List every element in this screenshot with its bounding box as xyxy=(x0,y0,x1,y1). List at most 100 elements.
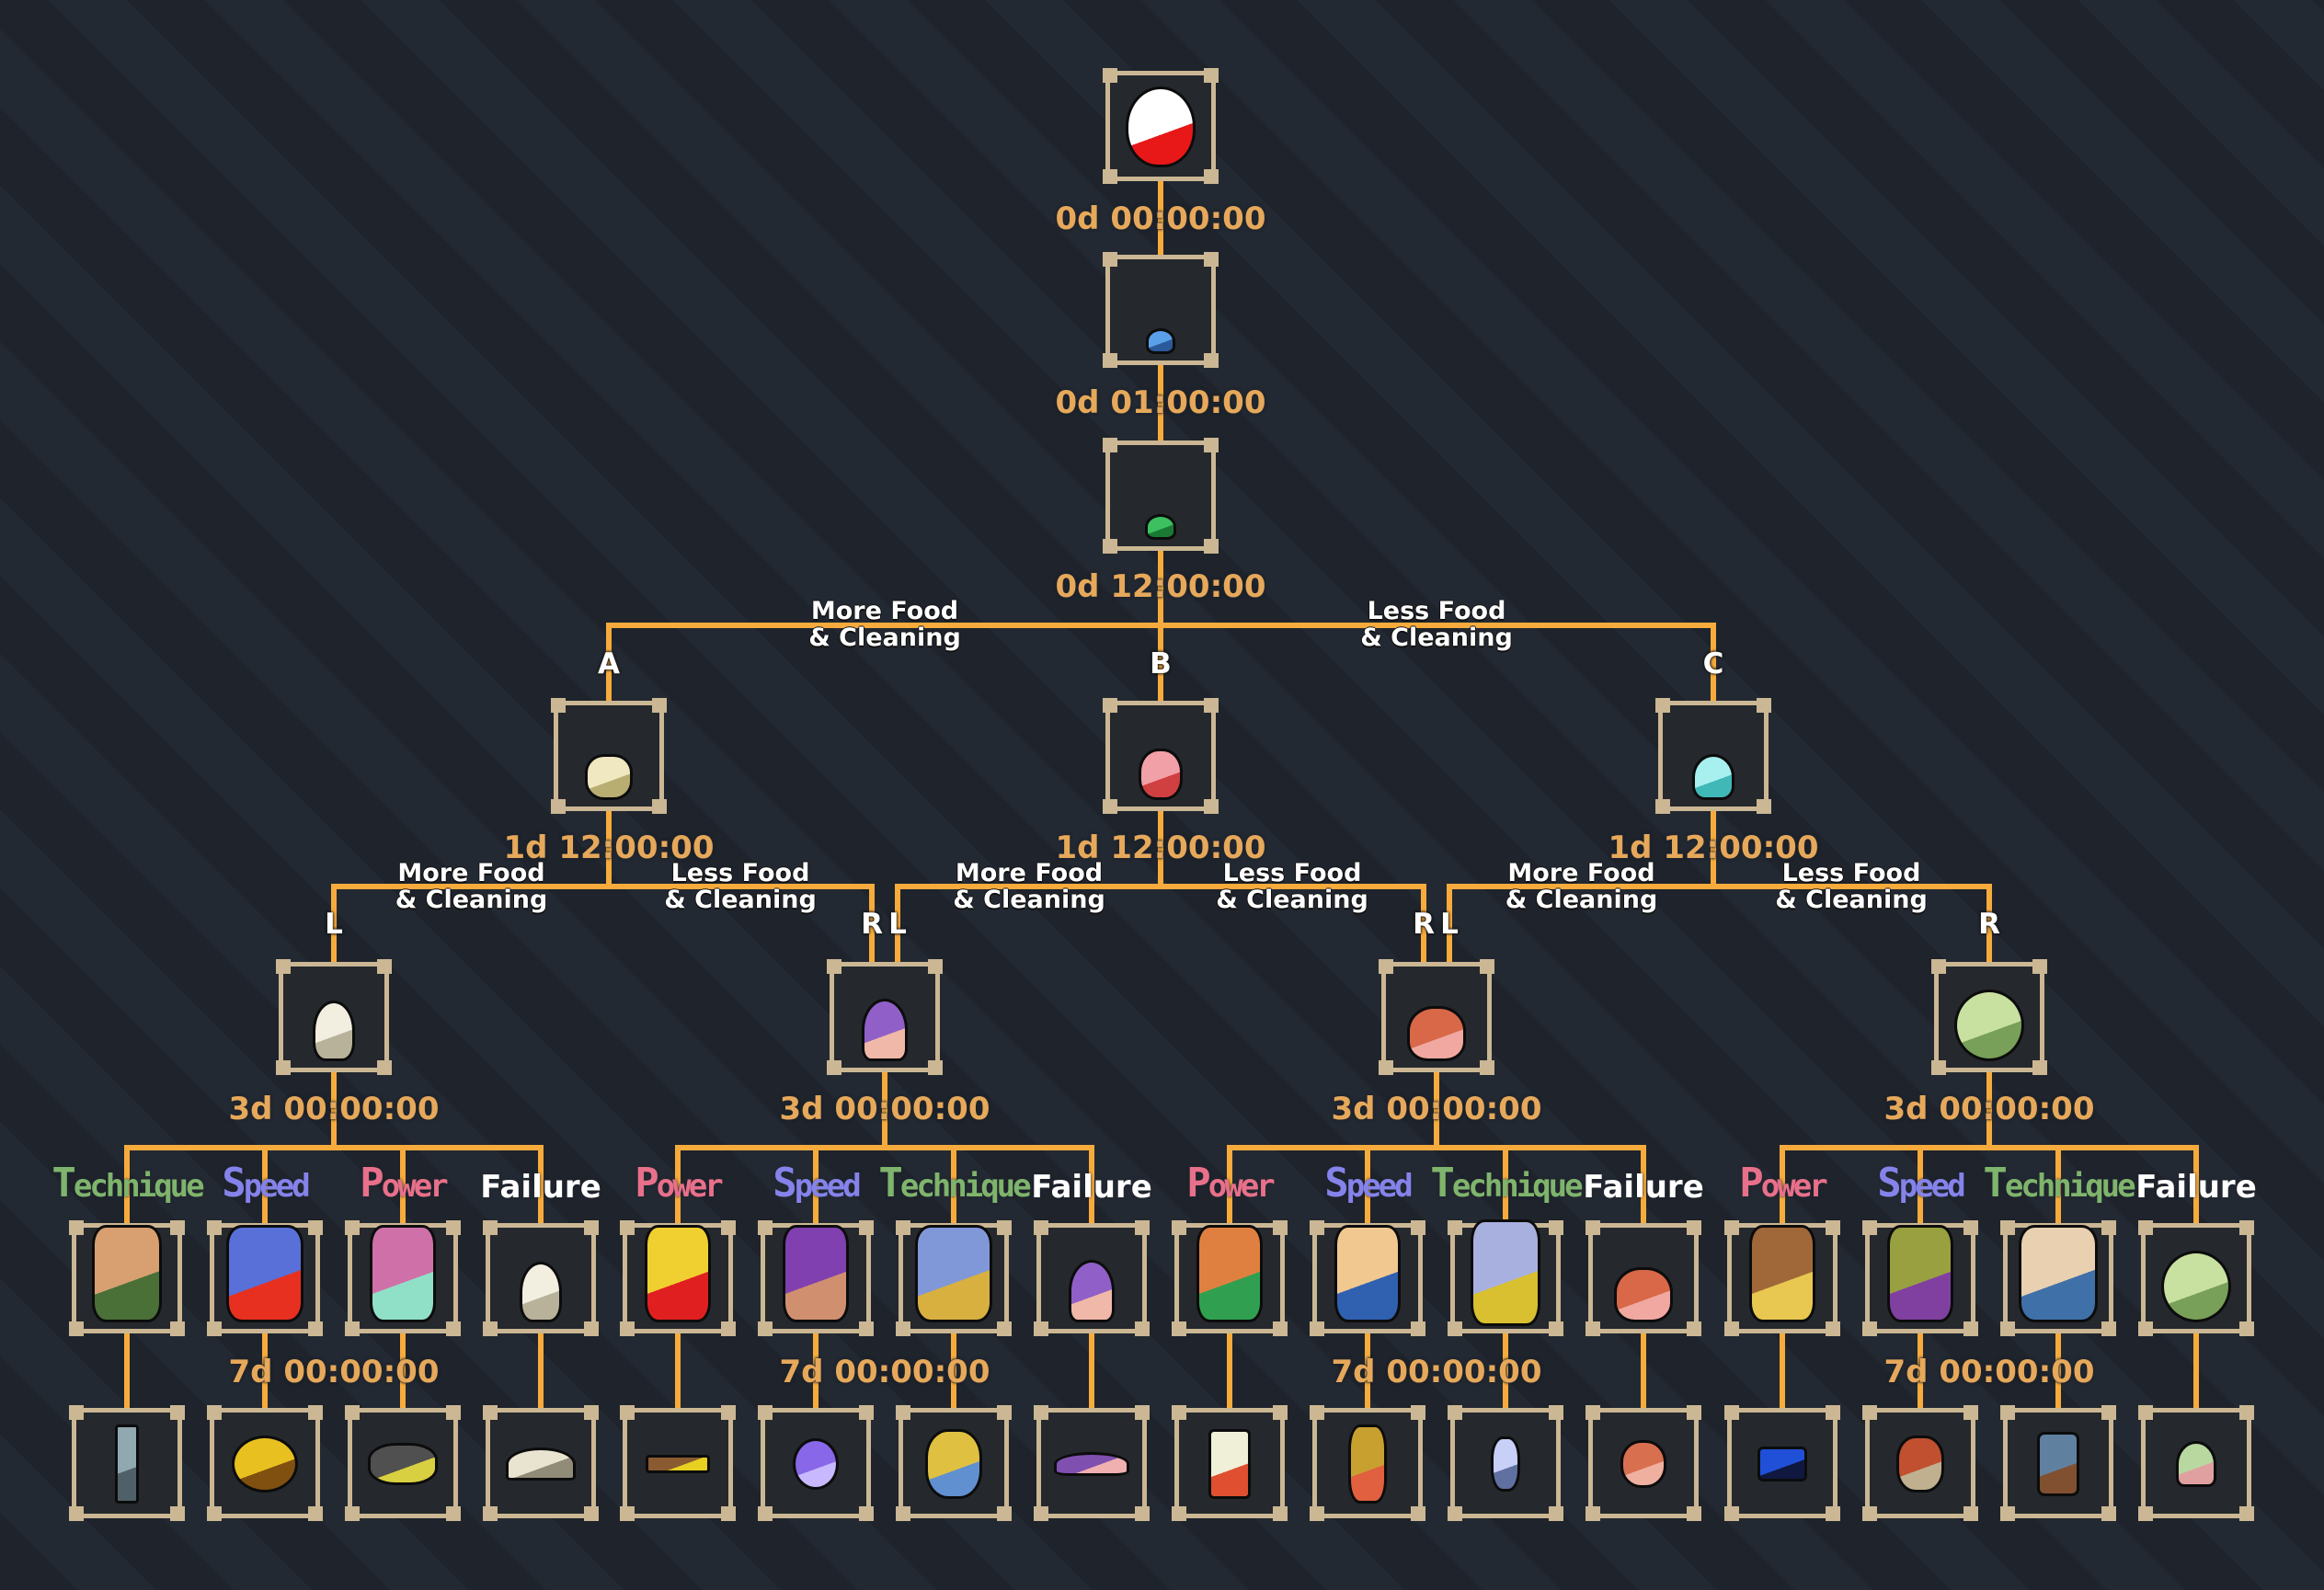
connector-line xyxy=(2193,1145,2199,1223)
green-fighter-icon xyxy=(1196,1225,1263,1322)
branch-letter-a: A xyxy=(598,647,620,681)
item-node-red-blob-remains[interactable] xyxy=(1586,1405,1701,1521)
connector-line xyxy=(675,1145,681,1223)
type-label-technique: Technique xyxy=(1430,1160,1583,1207)
box-corner xyxy=(1963,1506,1978,1521)
stage3-node-blonde-boxer[interactable] xyxy=(1310,1220,1425,1336)
group-horizontal-line xyxy=(1227,1145,1646,1150)
item-node-turtle-shell[interactable] xyxy=(1862,1405,1978,1521)
item-node-gold-ring[interactable] xyxy=(207,1405,323,1521)
box-corner xyxy=(1411,1506,1425,1521)
box-corner xyxy=(1204,799,1219,814)
connector-line xyxy=(1503,1145,1508,1223)
stage3-node-wrestler[interactable] xyxy=(1724,1220,1840,1336)
box-corner xyxy=(721,1405,736,1420)
box-corner xyxy=(2101,1321,2116,1336)
box-corner xyxy=(1135,1506,1150,1521)
stage3-node-green-lizard[interactable] xyxy=(1862,1220,1978,1336)
stage3-node-green-round-blob[interactable] xyxy=(2138,1220,2254,1336)
box-corner xyxy=(1757,799,1771,814)
more-food-condition: More Food& Cleaning xyxy=(395,860,548,913)
stage1-node-b[interactable] xyxy=(1103,698,1219,814)
type-label-technique: Technique xyxy=(878,1160,1031,1207)
egg-node[interactable] xyxy=(1103,68,1219,184)
box-corner xyxy=(308,1321,323,1336)
stage1-time-label: 1d 12:00:00 xyxy=(1608,829,1819,866)
stage3-node-green-fighter[interactable] xyxy=(1172,1220,1288,1336)
box-corner xyxy=(2239,1405,2254,1420)
baby1-time-label: 0d 01:00:00 xyxy=(1055,384,1266,421)
item-node-crossbow[interactable] xyxy=(2000,1405,2116,1521)
stage3-node-purple-hood-ghost[interactable] xyxy=(1034,1220,1150,1336)
box-corner xyxy=(69,1506,84,1521)
item-node-sandwich[interactable] xyxy=(1172,1405,1288,1521)
box-corner xyxy=(1724,1405,1739,1420)
stage2-time-label: 3d 00:00:00 xyxy=(228,1091,440,1127)
item-node-toy-cat[interactable] xyxy=(1310,1405,1425,1521)
stage3-node-red-crab-blob[interactable] xyxy=(1586,1220,1701,1336)
box-corner xyxy=(1724,1321,1739,1336)
box-corner xyxy=(2239,1220,2254,1235)
connector-line xyxy=(1158,811,1163,887)
stage3-node-white-ghost[interactable] xyxy=(483,1220,599,1336)
stage2-node[interactable] xyxy=(1379,959,1494,1075)
stage2-node[interactable] xyxy=(1931,959,2047,1075)
item-node-hook[interactable] xyxy=(69,1405,185,1521)
item-node-stick[interactable] xyxy=(620,1405,736,1521)
item-node-bat[interactable] xyxy=(345,1405,461,1521)
stage3-node-gunman[interactable] xyxy=(2000,1220,2116,1336)
box-corner xyxy=(1826,1321,1840,1336)
box-corner xyxy=(1273,1220,1288,1235)
white-ghost-icon xyxy=(520,1262,562,1322)
box-corner xyxy=(1273,1405,1288,1420)
stage1-node-c[interactable] xyxy=(1655,698,1771,814)
more-food-condition-line2: & Cleaning xyxy=(395,886,548,914)
item-node-food-bowl[interactable] xyxy=(896,1405,1012,1521)
item-node-white-blob-remains[interactable] xyxy=(483,1405,599,1521)
connector-line xyxy=(1089,1333,1094,1408)
baby2-node[interactable] xyxy=(1103,438,1219,554)
box-corner xyxy=(446,1321,461,1336)
stage3-node-purple-mage[interactable] xyxy=(758,1220,874,1336)
box-corner xyxy=(758,1220,773,1235)
stage2-node[interactable] xyxy=(827,959,943,1075)
green-blob-baby-icon xyxy=(1145,514,1176,540)
connector-line xyxy=(951,1145,956,1223)
box-corner xyxy=(928,1060,943,1075)
item-node-blue-glasses[interactable] xyxy=(1724,1405,1840,1521)
box-corner xyxy=(1724,1220,1739,1235)
box-corner xyxy=(896,1220,910,1235)
item-node-metal-claw[interactable] xyxy=(1448,1405,1563,1521)
box-corner xyxy=(2239,1506,2254,1521)
green-lizard-icon xyxy=(1887,1225,1953,1322)
type-label-power: Power xyxy=(360,1160,448,1207)
box-corner xyxy=(483,1321,498,1336)
box-corner xyxy=(2000,1506,2015,1521)
white-ghost-icon xyxy=(313,1001,355,1061)
more-food-condition-line1: More Food xyxy=(1507,859,1655,887)
stage3-node-armored-giant[interactable] xyxy=(1448,1219,1563,1336)
stage2-node[interactable] xyxy=(276,959,392,1075)
final-time-label: 7d 00:00:00 xyxy=(228,1354,440,1390)
less-food-condition: Less Food& Cleaning xyxy=(1360,598,1513,651)
stage3-node-brawler[interactable] xyxy=(69,1220,185,1336)
stage3-node-red-blue-demon[interactable] xyxy=(207,1220,323,1336)
item-node-green-blob-remains[interactable] xyxy=(2138,1405,2254,1521)
baby1-node[interactable] xyxy=(1103,252,1219,368)
box-corner xyxy=(1448,1220,1462,1235)
stage3-node-succubus[interactable] xyxy=(345,1220,461,1336)
box-corner xyxy=(584,1220,599,1235)
connector-line xyxy=(1089,1145,1094,1223)
box-corner xyxy=(1448,1405,1462,1420)
box-corner xyxy=(2032,959,2047,974)
stage1-node-a[interactable] xyxy=(551,698,667,814)
branch-letter-r: R xyxy=(1413,908,1435,941)
stage3-node-blue-ninja[interactable] xyxy=(896,1220,1012,1336)
group-horizontal-line xyxy=(675,1145,1094,1150)
item-node-purple-orb[interactable] xyxy=(758,1405,874,1521)
more-food-condition: More Food& Cleaning xyxy=(808,598,961,651)
stage3-node-blonde-girl[interactable] xyxy=(620,1220,736,1336)
item-node-purple-puddle[interactable] xyxy=(1034,1405,1150,1521)
group-horizontal-line xyxy=(1780,1145,2199,1150)
box-corner xyxy=(1204,698,1219,713)
